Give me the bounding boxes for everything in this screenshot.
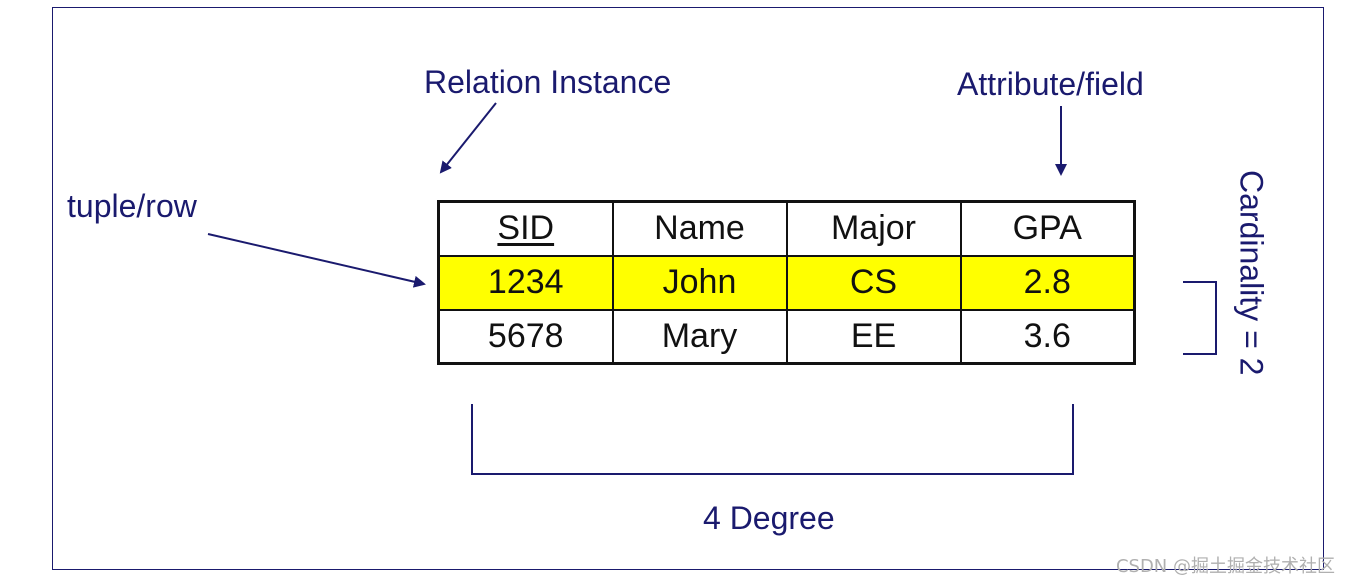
header-sid: SID — [437, 200, 614, 257]
cardinality-label: Cardinality = 2 — [1233, 170, 1270, 376]
header-gpa: GPA — [959, 200, 1136, 257]
degree-bracket — [471, 404, 1074, 475]
header-sid-text: SID — [497, 209, 555, 248]
relation-instance-arrow — [439, 102, 497, 174]
cell-gpa: 2.8 — [959, 254, 1136, 311]
cell-sid: 5678 — [437, 308, 614, 365]
degree-label: 4 Degree — [703, 500, 835, 536]
cell-sid: 1234 — [437, 254, 614, 311]
tuple-row-label: tuple/row — [67, 188, 197, 224]
cell-name: John — [611, 254, 788, 311]
header-major: Major — [785, 200, 962, 257]
table-header-row: SID Name Major GPA — [437, 200, 1136, 257]
cell-major: EE — [785, 308, 962, 365]
table-row: 5678 Mary EE 3.6 — [437, 308, 1136, 365]
relation-instance-label: Relation Instance — [424, 64, 672, 100]
cell-name: Mary — [611, 308, 788, 365]
cell-gpa: 3.6 — [959, 308, 1136, 365]
attribute-field-label: Attribute/field — [957, 66, 1144, 102]
cardinality-bracket — [1183, 281, 1217, 355]
cell-major: CS — [785, 254, 962, 311]
relation-table: SID Name Major GPA 1234 John CS 2.8 5678… — [437, 200, 1136, 365]
watermark: CSDN @掘土掘金技术社区 — [1115, 556, 1335, 577]
table-row: 1234 John CS 2.8 — [437, 254, 1136, 311]
slide-frame — [52, 7, 1324, 570]
header-name: Name — [611, 200, 788, 257]
tuple-arrow — [207, 233, 426, 288]
